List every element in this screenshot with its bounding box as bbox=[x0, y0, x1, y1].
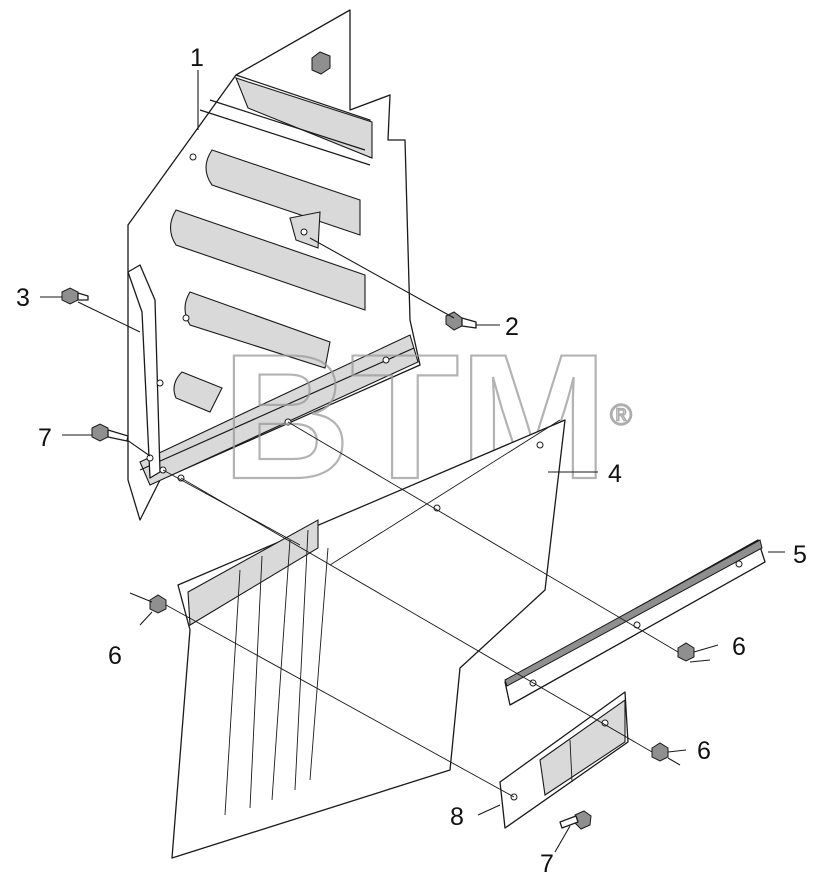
callout-5: 5 bbox=[793, 541, 807, 569]
callouts: 1 2 3 4 5 6 6 6 7 7 8 bbox=[16, 44, 807, 878]
panel-left-bracket bbox=[127, 264, 161, 479]
panel-top-nut bbox=[311, 51, 331, 75]
callout-6-left: 6 bbox=[108, 642, 122, 670]
panel-slot-3 bbox=[184, 291, 331, 369]
callout-8: 8 bbox=[450, 803, 464, 831]
part-8-bracket bbox=[499, 691, 629, 829]
nut-6-right-upper bbox=[677, 642, 695, 662]
nut-6-left bbox=[149, 594, 167, 614]
bolt-7-upper bbox=[91, 423, 129, 442]
callout-4: 4 bbox=[608, 460, 622, 488]
part-5-strip bbox=[504, 539, 766, 706]
panel-bottom-flange bbox=[139, 334, 419, 486]
watermark-registered: ® bbox=[610, 399, 632, 432]
callout-1: 1 bbox=[190, 44, 204, 72]
bolt-2 bbox=[445, 311, 477, 331]
panel-slot-4 bbox=[173, 371, 223, 413]
callout-7-lower: 7 bbox=[540, 850, 554, 878]
panel-slot-2 bbox=[169, 209, 366, 311]
nut-6-right-lower bbox=[651, 742, 669, 762]
bolt-3 bbox=[61, 287, 89, 305]
part-1-side-panel bbox=[127, 9, 421, 521]
callout-3: 3 bbox=[16, 284, 30, 312]
callout-6-right-lower: 6 bbox=[697, 737, 711, 765]
part-4-mud-flap bbox=[171, 419, 566, 859]
panel-slot-1 bbox=[205, 149, 361, 236]
callout-6-right-upper: 6 bbox=[732, 633, 746, 661]
leader-lines bbox=[40, 70, 785, 853]
callout-2: 2 bbox=[505, 313, 519, 341]
callout-7-upper: 7 bbox=[38, 424, 52, 452]
bolt-7-lower bbox=[559, 810, 592, 830]
